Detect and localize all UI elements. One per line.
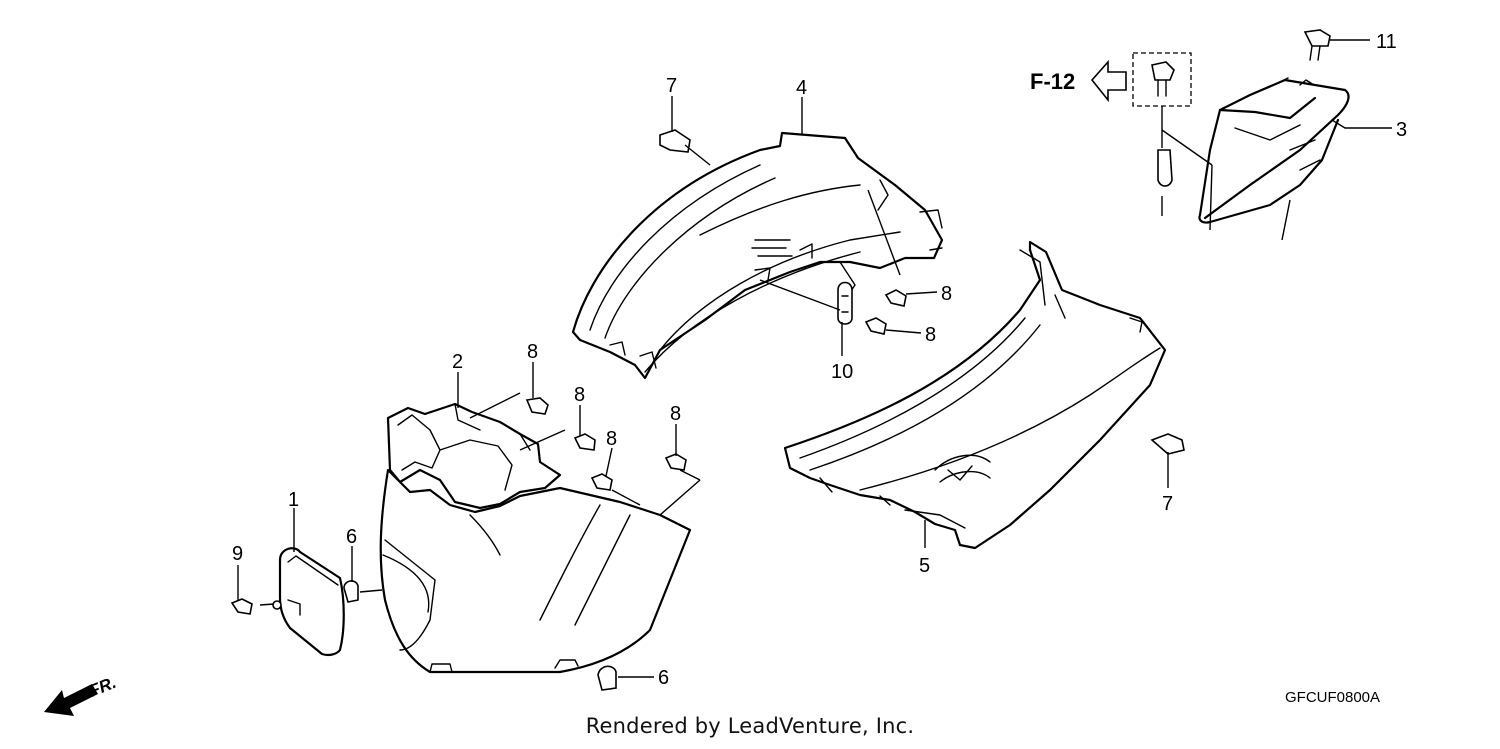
clip-7-upper — [659, 129, 691, 153]
callout-6-upper: 6 — [346, 526, 357, 548]
callout-7-right: 7 — [1162, 493, 1173, 515]
callout-4: 4 — [796, 77, 807, 99]
part-1-lid — [272, 547, 345, 657]
callout-8e: 8 — [941, 283, 952, 305]
callout-3: 3 — [1396, 119, 1407, 141]
reference-label: F-12 — [1030, 69, 1075, 94]
leader-lines — [237, 39, 1392, 678]
callout-8b: 8 — [574, 384, 585, 406]
part-3-carrier-rack — [1198, 77, 1350, 224]
front-lower-shell — [379, 468, 692, 674]
front-direction-arrow: FR. — [44, 673, 119, 716]
screw-8d — [664, 453, 687, 471]
part-4-inner-upper-cover — [571, 131, 944, 380]
bolt-11 — [1303, 29, 1331, 47]
nut-6b — [597, 665, 617, 691]
callout-2: 2 — [452, 351, 463, 373]
callout-8f: 8 — [925, 324, 936, 346]
nut-6a — [343, 580, 359, 603]
screw-8a — [525, 397, 549, 415]
callout-6-lower: 6 — [658, 667, 669, 689]
callout-1: 1 — [288, 489, 299, 511]
screw-8b — [573, 433, 596, 451]
callout-11: 11 — [1376, 31, 1397, 53]
credit-line: Rendered by LeadVenture, Inc. — [585, 714, 915, 738]
callout-8c: 8 — [606, 428, 617, 450]
callout-5: 5 — [919, 555, 930, 577]
screw-8c — [590, 473, 613, 491]
screw-8e — [884, 289, 907, 307]
clip-7-right — [1150, 433, 1185, 455]
callout-numbers: 1 2 3 4 5 6 6 7 7 8 8 8 8 8 8 9 10 11 — [232, 31, 1407, 689]
screw-9 — [230, 598, 253, 615]
screw-8f — [864, 317, 887, 335]
callout-8a: 8 — [527, 341, 538, 363]
part-10-clip — [837, 281, 853, 325]
front-label: FR. — [86, 673, 119, 701]
drawing-code: GFCUF0800A — [1285, 689, 1380, 706]
callout-8d: 8 — [670, 403, 681, 425]
callout-9: 9 — [232, 543, 243, 565]
part-5-lower-cover — [783, 240, 1167, 550]
callout-10: 10 — [831, 361, 853, 383]
fasteners — [230, 29, 1331, 691]
callout-7-upper: 7 — [666, 75, 677, 97]
reference-arrow-f12: F-12 — [1030, 59, 1127, 103]
